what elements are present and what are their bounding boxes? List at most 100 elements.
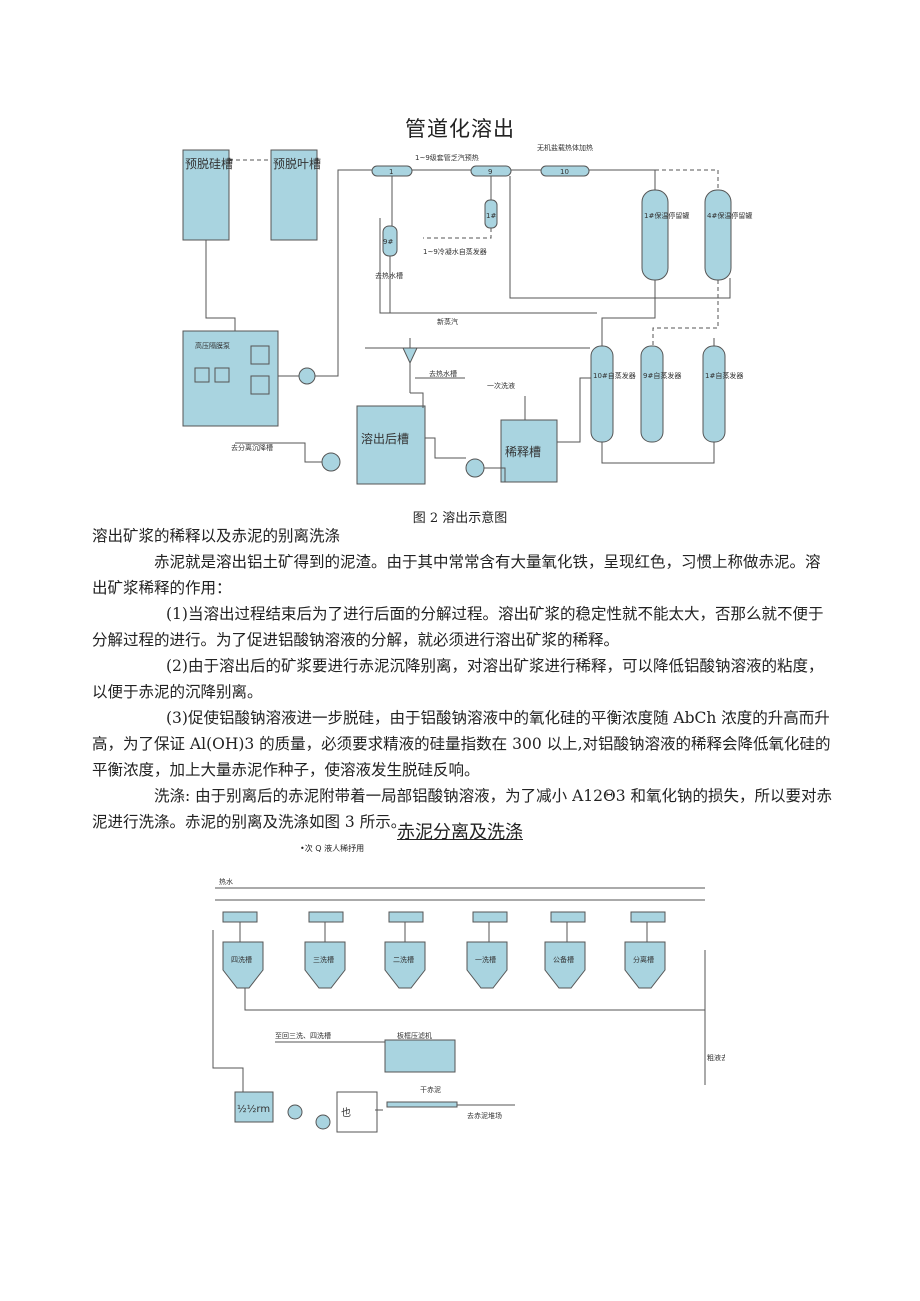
t3-label: 二洗槽 bbox=[393, 955, 414, 964]
flash-vessel-1 bbox=[702, 345, 726, 443]
pump-part-a bbox=[250, 345, 270, 365]
pump-wheel bbox=[298, 367, 316, 385]
distributor-5 bbox=[550, 911, 586, 923]
conveyor bbox=[386, 1101, 458, 1108]
holding-tank-1 bbox=[641, 189, 669, 281]
pipe-h bbox=[655, 169, 719, 190]
t4-label: 一洗槽 bbox=[475, 955, 496, 964]
after-tank-label: 溶出后槽 bbox=[361, 431, 409, 446]
filter-label: 板框压滤机 bbox=[397, 1031, 432, 1040]
hold1-label: 1#保温停留罐 bbox=[644, 211, 689, 220]
hx9-label: 9 bbox=[488, 168, 492, 176]
tomud-label: 去赤泥堆场 bbox=[467, 1111, 502, 1120]
cyclone bbox=[402, 347, 418, 365]
pipe-x bbox=[484, 467, 506, 482]
pump-1 bbox=[321, 452, 341, 472]
pipe-a bbox=[205, 240, 236, 331]
flash-vessel-10 bbox=[590, 345, 614, 443]
pump-block-a bbox=[194, 367, 210, 383]
body-text: 溶出矿浆的稀释以及赤泥的别离洗涤 赤泥就是溶出铝土矿得到的泥渣。由于其中常常含有… bbox=[92, 523, 832, 835]
digestion-flow-diagram: 预脱硅槽 预脱叶槽 1~9级套管乏汽预热 无机盐载热体加热 1 9 10 1# … bbox=[182, 143, 752, 485]
tank-4 bbox=[466, 941, 508, 989]
pipe-y bbox=[235, 442, 322, 463]
hx10-label: 10 bbox=[560, 168, 569, 176]
flash9-label: 9#自蒸发器 bbox=[643, 371, 681, 380]
pipe-g bbox=[589, 169, 656, 190]
distributor-2 bbox=[308, 911, 344, 923]
heat-exchanger-10 bbox=[540, 165, 590, 177]
pipe-n bbox=[601, 280, 656, 346]
flash10-label: 10#自蒸发器 bbox=[593, 371, 636, 380]
paragraph-1: 赤泥就是溶出铝土矿得到的泥渣。由于其中常常含有大量氧化铁，呈现红色，习惯上称做赤… bbox=[92, 553, 821, 597]
pipe-u bbox=[410, 392, 424, 408]
pipe-t bbox=[425, 437, 466, 459]
pipe-z bbox=[509, 176, 731, 299]
pipe-aa bbox=[601, 442, 715, 464]
paragraph-2: (1)当溶出过程结束后为了进行后面的分解过程。溶出矿浆的稳定性就不能太大，否那么… bbox=[92, 605, 824, 649]
dilution-tank bbox=[500, 419, 558, 483]
tank-a-label: 预脱硅槽 bbox=[185, 156, 233, 171]
tohot2-label: 去热水槽 bbox=[429, 369, 457, 378]
to-settle-label: 去分离沉降槽 bbox=[231, 443, 273, 452]
tohot-label: 去热水槽 bbox=[375, 271, 403, 280]
tank-2 bbox=[304, 941, 346, 989]
side-label: 粗液去叶滤 bbox=[707, 1053, 725, 1062]
hx1-label: 1 bbox=[389, 168, 393, 176]
flash-vessel-9 bbox=[640, 345, 664, 443]
tank-a-label: ½½rm bbox=[237, 1103, 270, 1115]
t1-label: 四洗槽 bbox=[231, 955, 252, 964]
pipe-k bbox=[423, 228, 492, 239]
preheat-label: 1~9级套管乏汽预热 bbox=[415, 153, 479, 162]
distributor-3 bbox=[388, 911, 424, 923]
distributor-6 bbox=[630, 911, 666, 923]
diagram-title-2: 赤泥分离及洗涤 bbox=[397, 822, 523, 843]
tank-5 bbox=[544, 941, 586, 989]
v1-label: 1# bbox=[486, 212, 496, 220]
pump-block-b bbox=[214, 367, 230, 383]
tank-3 bbox=[384, 941, 426, 989]
t5-label: 公备槽 bbox=[553, 955, 574, 964]
dilute1-label: 一次洗液 bbox=[487, 381, 515, 390]
to34-label: 至回三洗、四洗槽 bbox=[275, 1031, 331, 1040]
salt-heat-label: 无机盐载热体加热 bbox=[537, 143, 593, 152]
pump-a bbox=[287, 1104, 303, 1120]
pipe-o bbox=[652, 280, 719, 346]
t6-label: 分离槽 bbox=[633, 955, 654, 964]
distributor-4 bbox=[472, 911, 508, 923]
figure-caption: 图 2 溶出示意图 bbox=[412, 511, 508, 526]
pump-label: 高压隔膜泵 bbox=[195, 341, 230, 350]
hold4-label: 4#保温停留罐 bbox=[707, 211, 752, 220]
section-heading: 溶出矿浆的稀释以及赤泥的别离洗涤 bbox=[92, 527, 341, 545]
washing-flow-diagram: 热水 四洗槽 三洗槽 二洗槽 一洗槽 公备槽 分离槽 至回三洗、四洗槽 板框压滤… bbox=[212, 877, 725, 1133]
flash1-label: 1#自蒸发器 bbox=[705, 371, 743, 380]
pump-b bbox=[315, 1114, 331, 1130]
tank-1 bbox=[222, 941, 264, 989]
distributor-1 bbox=[222, 911, 258, 923]
paragraph-4: (3)促使铝酸钠溶液进一步脱硅，由于铝酸钠溶液中的氧化硅的平衡浓度随 AbCh … bbox=[92, 709, 831, 779]
line-i bbox=[212, 930, 244, 1092]
cond-label: 1~9冷凝水自蒸发器 bbox=[423, 247, 487, 256]
pipe-w bbox=[557, 377, 591, 443]
pipe-d bbox=[315, 169, 372, 377]
filter-press bbox=[384, 1039, 456, 1073]
pump-2 bbox=[465, 458, 485, 478]
pre-desilication-tank-2 bbox=[270, 149, 318, 241]
pump-part-b bbox=[250, 375, 270, 395]
v9-label: 9# bbox=[383, 238, 393, 246]
drymud-label: 干赤泥 bbox=[420, 1086, 441, 1094]
page-title: 管道化溶出 bbox=[405, 117, 515, 141]
paragraph-5: 洗涤: 由于别离后的赤泥附带着一局部铝酸钠溶液，为了减小 A12Θ3 和氧化钠的… bbox=[92, 787, 832, 831]
tank-a bbox=[234, 1091, 274, 1123]
tank-b-label: 预脱叶槽 bbox=[273, 156, 321, 171]
pipe-m bbox=[379, 218, 597, 314]
pre-desilication-tank bbox=[182, 149, 230, 241]
diagram-note: •次 Q 液人稀抒用 bbox=[300, 844, 365, 853]
hotwater-label: 热水 bbox=[219, 877, 233, 886]
holding-tank-4 bbox=[704, 189, 732, 281]
paragraph-3: (2)由于溶出后的矿浆要进行赤泥沉降别离，对溶出矿浆进行稀释，可以降低铝酸钠溶液… bbox=[92, 657, 824, 701]
tank-b-label: 也 bbox=[341, 1106, 351, 1119]
tank-b bbox=[336, 1091, 378, 1133]
tank-6 bbox=[624, 941, 666, 989]
newsteam-label: 新蒸汽 bbox=[437, 317, 458, 326]
line-k bbox=[244, 988, 705, 1011]
